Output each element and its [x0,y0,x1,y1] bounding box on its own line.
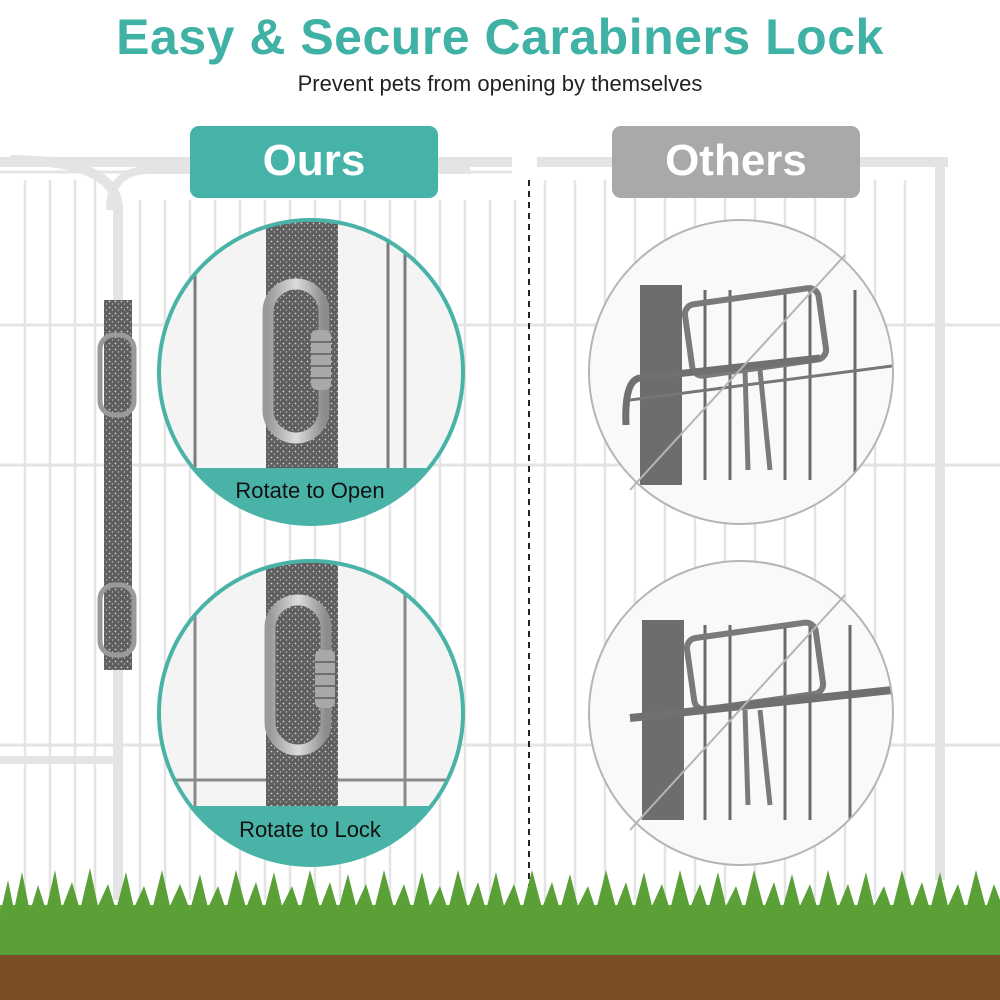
ours-label-badge: Ours [190,126,438,198]
caption-rotate-to-open: Rotate to Open [235,478,385,503]
others-closeup-latch-open [588,219,894,525]
caption-rotate-to-lock: Rotate to Lock [239,817,381,842]
grass-ground [0,868,1000,1000]
others-closeup-latch-closed [588,560,894,866]
page-title: Easy & Secure Carabiners Lock [116,9,884,65]
fence-background [0,155,1000,900]
gate-post-with-carabiners [97,300,137,670]
others-label-badge: Others [612,126,860,198]
page-subtitle: Prevent pets from opening by themselves [297,71,703,96]
